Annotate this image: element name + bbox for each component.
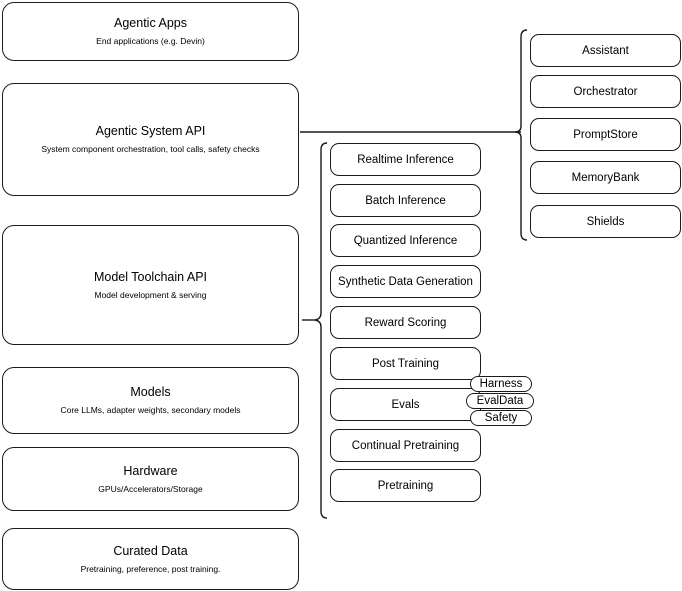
layer-box-agentic-apps[interactable]: Agentic Apps End applications (e.g. Devi… [2, 2, 299, 61]
toolchain-item-reward-scoring[interactable]: Reward Scoring [330, 306, 481, 339]
evals-subitem-evaldata[interactable]: EvalData [466, 393, 534, 409]
layer-box-curated-data[interactable]: Curated Data Pretraining, preference, po… [2, 528, 299, 590]
toolchain-item-synthetic-data-generation[interactable]: Synthetic Data Generation [330, 265, 481, 298]
pill-label: EvalData [476, 395, 524, 407]
layer-title: Model Toolchain API [93, 269, 208, 284]
chip-label: Orchestrator [573, 85, 638, 98]
chip-label: Shields [586, 215, 625, 228]
agentic-item-orchestrator[interactable]: Orchestrator [530, 75, 681, 108]
pill-label: Harness [479, 378, 523, 390]
chip-label: Realtime Inference [357, 153, 454, 166]
chip-label: Reward Scoring [364, 316, 447, 329]
agentic-item-promptstore[interactable]: PromptStore [530, 118, 681, 151]
toolchain-brace [314, 142, 328, 519]
layer-title: Agentic System API [95, 124, 206, 139]
layer-title: Agentic Apps [114, 16, 187, 31]
chip-label: Post Training [371, 357, 440, 370]
layer-title: Hardware [123, 463, 178, 478]
chip-label: MemoryBank [571, 171, 640, 184]
layer-subtitle: End applications (e.g. Devin) [96, 36, 205, 46]
layer-box-model-toolchain-api[interactable]: Model Toolchain API Model development & … [2, 225, 299, 345]
layer-box-models[interactable]: Models Core LLMs, adapter weights, secon… [2, 367, 299, 434]
toolchain-item-realtime-inference[interactable]: Realtime Inference [330, 143, 481, 176]
evals-subitem-harness[interactable]: Harness [470, 376, 532, 392]
chip-label: Evals [391, 398, 420, 411]
layer-box-agentic-system-api[interactable]: Agentic System API System component orch… [2, 83, 299, 196]
layer-subtitle: Core LLMs, adapter weights, secondary mo… [60, 405, 241, 415]
layer-subtitle: System component orchestration, tool cal… [41, 144, 260, 154]
evals-subitem-safety[interactable]: Safety [470, 410, 532, 426]
chip-label: Assistant [582, 44, 629, 57]
chip-label: PromptStore [573, 128, 638, 141]
chip-label: Quantized Inference [353, 234, 458, 247]
toolchain-item-pretraining[interactable]: Pretraining [330, 469, 481, 502]
layer-subtitle: Model development & serving [94, 289, 207, 300]
agentic-item-memorybank[interactable]: MemoryBank [530, 161, 681, 194]
toolchain-item-post-training[interactable]: Post Training [330, 347, 481, 380]
layer-box-hardware[interactable]: Hardware GPUs/Accelerators/Storage [2, 447, 299, 511]
chip-label: Pretraining [377, 479, 434, 492]
chip-label: Synthetic Data Generation [338, 275, 473, 288]
toolchain-item-batch-inference[interactable]: Batch Inference [330, 184, 481, 217]
layer-subtitle: GPUs/Accelerators/Storage [98, 483, 203, 494]
agentic-item-assistant[interactable]: Assistant [530, 34, 681, 67]
toolchain-item-quantized-inference[interactable]: Quantized Inference [330, 224, 481, 257]
agentic-brace [514, 29, 528, 241]
toolchain-item-evals[interactable]: Evals [330, 388, 481, 421]
chip-label: Batch Inference [365, 194, 446, 207]
layer-title: Curated Data [113, 543, 188, 558]
layer-subtitle: Pretraining, preference, post training. [80, 563, 221, 574]
toolchain-item-continual-pretraining[interactable]: Continual Pretraining [330, 429, 481, 462]
agentic-item-shields[interactable]: Shields [530, 205, 681, 238]
chip-label: Continual Pretraining [351, 439, 460, 452]
layer-title: Models [130, 385, 171, 400]
pill-label: Safety [484, 412, 518, 424]
